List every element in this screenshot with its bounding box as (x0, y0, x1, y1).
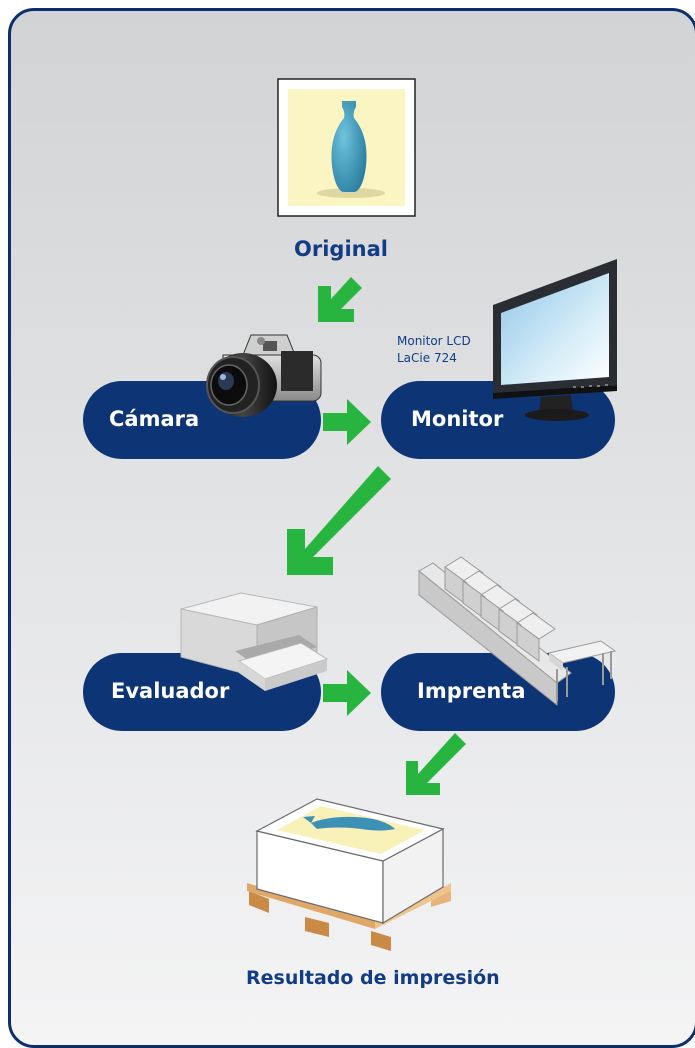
camera-icon (206, 334, 322, 417)
diagram-art (180, 78, 617, 951)
diagram-frame: Cámara Monitor Evaluador Imprenta (8, 8, 695, 1048)
monitor-node: Monitor (381, 381, 615, 459)
printing-press-icon (418, 556, 617, 707)
arrow-press-to-result (406, 733, 466, 795)
monitor-node-label: Monitor (411, 407, 504, 431)
proof-printer-icon (180, 592, 329, 691)
paper-pallet-icon (247, 798, 451, 951)
arrow-original-to-camera (318, 277, 362, 322)
monitor-note: Monitor LCD LaCie 724 (397, 333, 471, 367)
evaluator-node: Evaluador (83, 653, 321, 731)
original-label: Original (294, 237, 388, 261)
vase-icon (277, 78, 416, 217)
camera-node-label: Cámara (109, 407, 200, 431)
monitor-note-line2: LaCie 724 (397, 351, 457, 365)
arrow-evaluator-to-press (323, 670, 371, 716)
lcd-monitor-icon (493, 259, 617, 421)
result-label: Resultado de impresión (246, 967, 500, 989)
press-node-label: Imprenta (417, 679, 526, 703)
arrow-monitor-to-evaluator (287, 466, 391, 575)
monitor-note-line1: Monitor LCD (397, 334, 471, 348)
press-node: Imprenta (381, 653, 615, 731)
arrow-camera-to-monitor (323, 399, 371, 445)
evaluator-node-label: Evaluador (111, 679, 230, 703)
